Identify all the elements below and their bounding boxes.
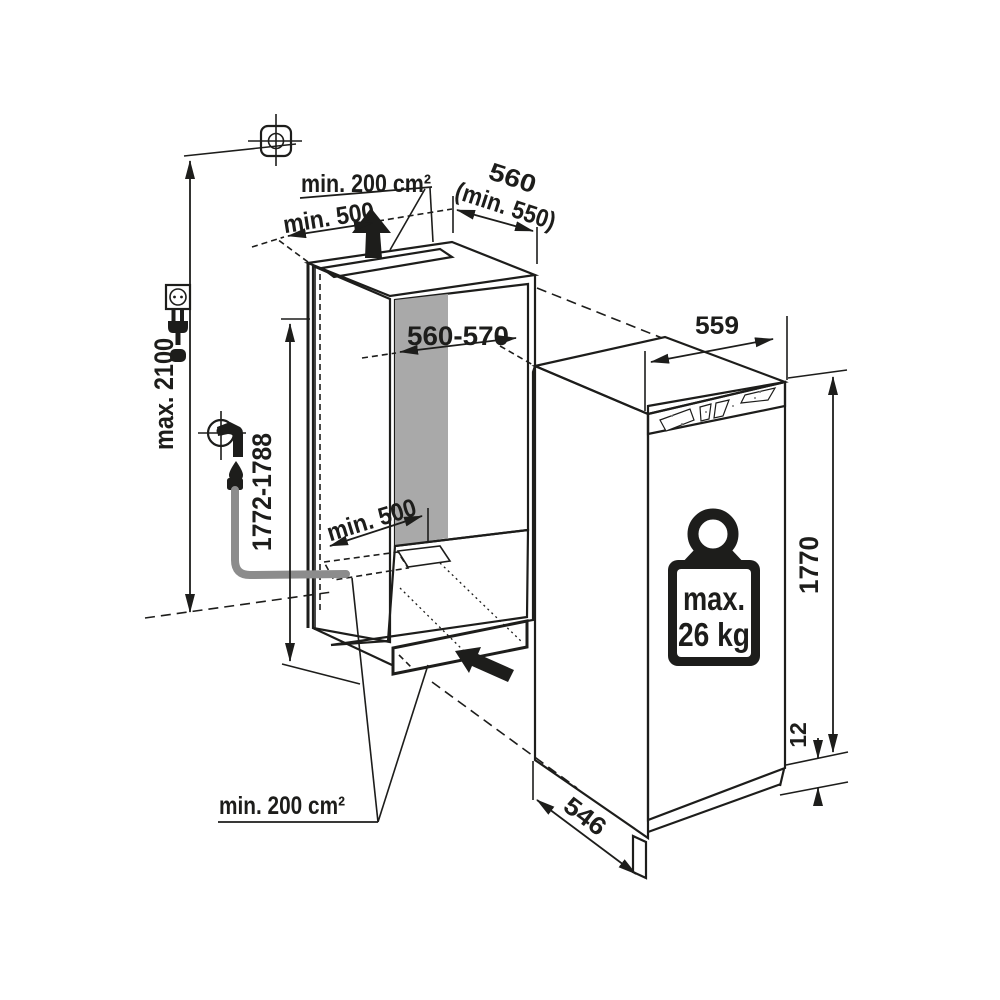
appliance-bottom-edge [647, 782, 782, 834]
dimension-label: 1770 [794, 536, 824, 594]
dimension-label: 546 [558, 792, 612, 842]
niche-floor-vent [396, 545, 452, 568]
power-socket-icon [164, 283, 192, 311]
niche-right-edge [526, 275, 537, 623]
grille-slot [713, 399, 730, 419]
dimension-label: 559 [695, 312, 739, 340]
appliance-left-face [533, 364, 650, 841]
weight-icon: max. 26 kg [668, 508, 760, 666]
grille-slot [659, 408, 695, 432]
label-underline [299, 186, 433, 199]
niche-floor [330, 528, 530, 647]
weight-label-max: max. [683, 580, 745, 617]
vent-area-label: min. 200 cm² [219, 792, 345, 820]
dimension-line [456, 209, 534, 232]
water-drop-icon [229, 461, 243, 482]
airflow-in-arrow [455, 647, 514, 682]
leader-line [429, 187, 434, 243]
dimension-appliance-height: 1770 [787, 369, 848, 753]
tap-body [217, 422, 243, 457]
extension-line [183, 143, 297, 157]
dimension-label: 1772-1788 [247, 433, 277, 551]
dimension-line [399, 335, 517, 355]
corner-extension [276, 238, 309, 263]
niche-left-wall [311, 264, 392, 644]
floor-reference-line [144, 591, 333, 619]
appliance-foot [631, 834, 648, 880]
appliance-bottom-right-step [778, 768, 786, 787]
dimension-label: 560-570 [407, 321, 509, 351]
extension-line [281, 663, 361, 685]
vent-area-label: min. 200 cm² [301, 170, 431, 198]
min500-extension-right [377, 208, 453, 222]
grille-slot [739, 387, 777, 404]
leader-line [377, 664, 429, 823]
duct-dotted-line [399, 587, 474, 661]
niche-cabinet [303, 240, 540, 676]
dimension-door-overhang: 12 [779, 722, 849, 806]
leader-line [351, 577, 379, 823]
hose-connector [227, 478, 243, 490]
anchor-hole [267, 132, 285, 150]
dimension-line [650, 337, 774, 364]
extension-line [785, 751, 849, 766]
water-hose [231, 486, 350, 580]
hidden-reference-lines [144, 208, 663, 789]
dimension-label: 12 [785, 722, 811, 748]
weight-body-inner [677, 569, 751, 657]
niche-plinth-vent [391, 619, 529, 676]
socket-well [169, 288, 187, 306]
dimension-label: max. 2100 [149, 338, 179, 450]
weight-knob [687, 508, 739, 560]
wall-anchor-icon [248, 114, 302, 166]
transfer-line-bottom [431, 681, 578, 789]
appliance-door [646, 380, 787, 822]
dimension-ceiling-height: max. 2100 [149, 143, 297, 613]
niche-bottom-left-edge [312, 627, 393, 666]
dimension-niche-height: 1772-1788 [247, 318, 361, 685]
transfer-line-top [536, 287, 663, 339]
label-bottom-vent-area: min. 200 cm² [218, 577, 429, 823]
grille-frame [646, 380, 787, 436]
dimension-appliance-width: 559 [644, 312, 788, 411]
appliance-vent-grille [646, 380, 787, 436]
appliance: max. 26 kg [531, 335, 789, 880]
dimension-appliance-depth: 546 [532, 761, 637, 875]
dimension-line [287, 220, 373, 239]
dimension-line [536, 799, 637, 875]
plinth-vent-mark [398, 654, 415, 671]
transfer-line-mid [499, 345, 534, 366]
extension-line [787, 369, 848, 379]
niche-back-wall-shadow [395, 294, 448, 546]
niche-top-vent-cutout [319, 247, 455, 279]
weight-label-kg: 26 kg [678, 616, 750, 653]
extension-line [779, 781, 849, 796]
power-plug-icon [168, 310, 188, 362]
dimension-line [329, 515, 423, 547]
dimension-niche-width: 560-570 [399, 321, 517, 355]
label-top-vent-area: min. 200 cm² [299, 170, 434, 251]
min500-extension-left [251, 236, 285, 248]
anchor-plate [259, 124, 293, 158]
niche-width-extension [361, 352, 397, 359]
water-tap-icon [198, 411, 246, 490]
leader-line [389, 188, 426, 251]
